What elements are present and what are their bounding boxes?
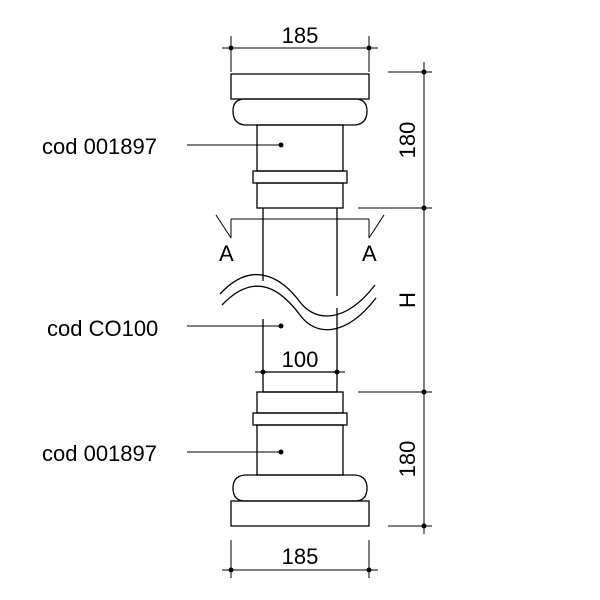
shaft-width-label: 100	[282, 347, 319, 372]
bottom-shaft-end	[262, 371, 338, 393]
callout-shaft: cod CO100	[47, 316, 284, 341]
callout-shaft-label: cod CO100	[47, 316, 158, 341]
shaft-height-label: H	[395, 292, 420, 308]
section-mark-right: A	[362, 241, 377, 266]
bottom-height-label: 180	[395, 441, 420, 478]
callout-bottom-label: cod 001897	[42, 441, 157, 466]
callout-top: cod 001897	[42, 134, 284, 159]
break-lines	[219, 273, 377, 331]
bottom-plinth	[230, 500, 370, 527]
section-mark-left: A	[219, 241, 234, 266]
callout-top-label: cod 001897	[42, 134, 157, 159]
dimension-bottom-width: 185	[222, 540, 378, 578]
dimension-shaft-width: 100	[255, 347, 345, 375]
top-capital	[230, 73, 370, 209]
dimension-vertical: 180 H 180	[358, 62, 432, 534]
section-marks: A A	[215, 214, 385, 266]
top-width-label: 185	[282, 23, 319, 48]
top-echinus	[232, 98, 368, 126]
bottom-width-label: 185	[282, 544, 319, 569]
bottom-base	[230, 371, 370, 527]
top-collar	[256, 182, 344, 209]
top-abacus	[230, 73, 370, 100]
shaft	[262, 208, 338, 372]
bottom-torus	[232, 474, 368, 502]
bottom-neck	[256, 424, 344, 476]
bottom-ring	[252, 412, 348, 426]
top-neck	[256, 124, 344, 172]
top-ring	[252, 170, 348, 184]
dimension-top-width: 185	[222, 23, 378, 72]
top-height-label: 180	[395, 122, 420, 159]
bottom-collar	[256, 391, 344, 414]
callout-bottom: cod 001897	[42, 441, 284, 466]
